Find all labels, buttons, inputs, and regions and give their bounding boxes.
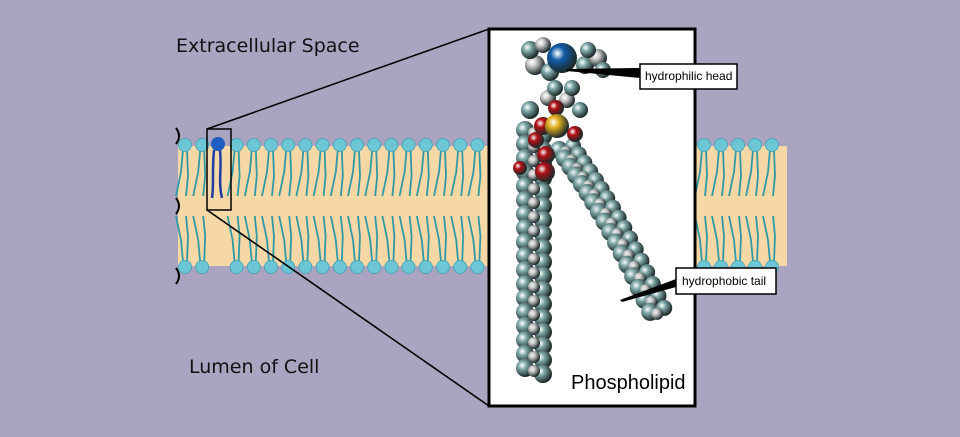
membrane-edge-curl-top — [175, 127, 180, 145]
label-lumen-of-cell: Lumen of Cell — [189, 356, 319, 378]
zoom-selection-box — [206, 128, 232, 211]
highlighted-phospholipid — [210, 137, 225, 199]
label-extracellular-space: Extracellular Space — [176, 35, 360, 57]
lipid-bilayer — [175, 127, 787, 285]
zoom-line-top — [206, 28, 490, 130]
inset-title: Phospholipid — [571, 372, 686, 394]
phospholipid-inset: Phospholipid — [487, 27, 697, 408]
membrane-edge-curl-bottom — [175, 267, 180, 285]
callout-hydrophobic-tail: hydrophobic tail — [620, 267, 777, 302]
callout-tail-text: hydrophobic tail — [682, 274, 766, 288]
callout-hydrophilic-head: hydrophilic head — [567, 63, 738, 90]
membrane-edge-curl-mid — [175, 197, 180, 215]
phospholipid-model-icon — [513, 37, 673, 383]
zoom-line-bottom — [206, 209, 490, 407]
membrane-core-left — [178, 146, 490, 266]
callout-head-text: hydrophilic head — [645, 69, 732, 83]
lipid-rows — [175, 138, 779, 274]
